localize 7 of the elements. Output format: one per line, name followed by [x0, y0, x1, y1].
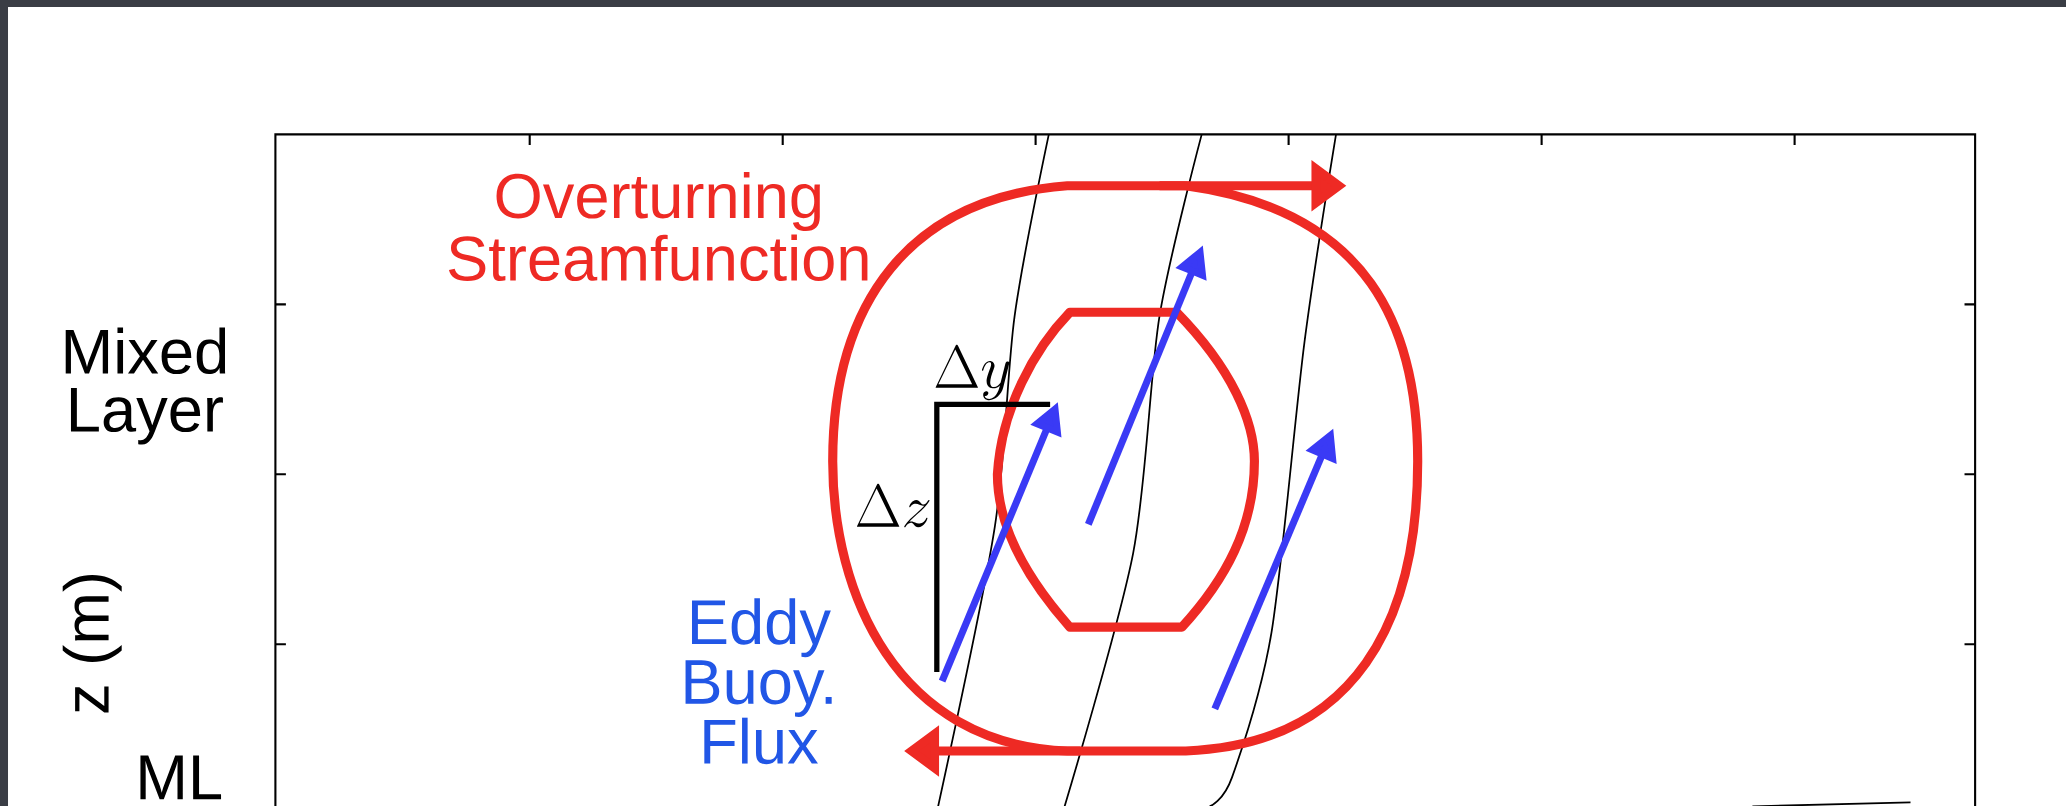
formula-label: $\Delta y$ — [935, 344, 1010, 401]
annotation-label: Overturning Streamfunction — [448, 172, 868, 282]
formula-label: $\Delta z$ — [856, 483, 930, 528]
annotation-label: Eddy Buoy. Flux — [685, 598, 832, 765]
region-label: Mixed Layer — [65, 327, 226, 445]
axis-label: ML — [140, 755, 222, 800]
axis-label: z (m) — [62, 574, 122, 713]
